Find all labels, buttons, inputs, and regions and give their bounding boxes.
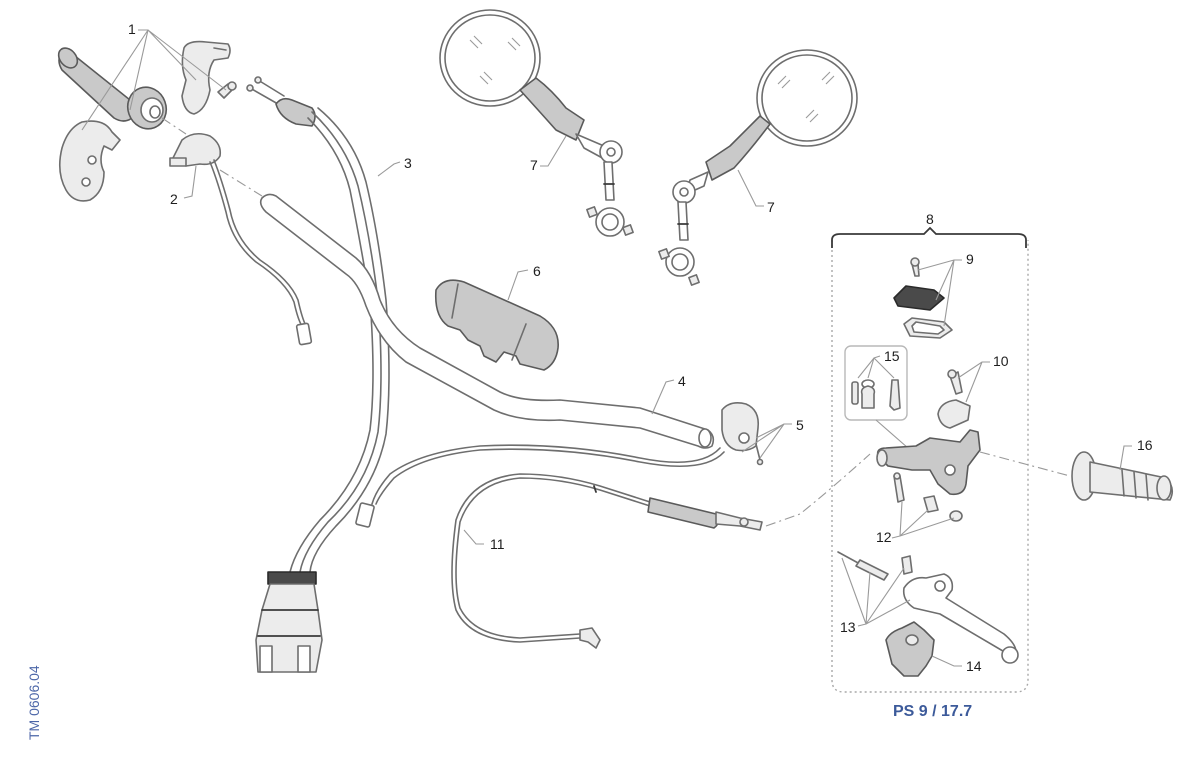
callout-9: 9 bbox=[966, 251, 974, 267]
part-16-left-grip[interactable] bbox=[1071, 451, 1174, 501]
part-7-right-mirror[interactable] bbox=[658, 49, 858, 286]
page-reference-code: PS 9 / 17.7 bbox=[893, 703, 973, 720]
part-9-reservoir-cap[interactable] bbox=[893, 257, 953, 339]
part-11-clutch-hose[interactable] bbox=[451, 473, 763, 649]
drawing-code: TM 0606.04 bbox=[26, 665, 42, 740]
callout-6: 6 bbox=[533, 263, 541, 279]
part-14-lever-boot[interactable] bbox=[885, 621, 935, 677]
callout-2: 2 bbox=[170, 191, 178, 207]
callout-8: 8 bbox=[926, 211, 934, 227]
callout-14: 14 bbox=[966, 658, 982, 674]
part-3-throttle-cables[interactable] bbox=[246, 76, 390, 673]
callout-3: 3 bbox=[404, 155, 412, 171]
callout-11: 11 bbox=[490, 536, 505, 552]
part-15-piston-kit[interactable] bbox=[844, 345, 908, 421]
callout-15: 15 bbox=[884, 348, 900, 364]
part-12-pivot-kit[interactable] bbox=[893, 472, 963, 522]
part-5-clutch-switch[interactable] bbox=[721, 402, 764, 466]
callout-7-right: 7 bbox=[767, 199, 775, 215]
master-cylinder-body[interactable] bbox=[876, 429, 981, 496]
callout-12: 12 bbox=[876, 529, 892, 545]
part-8-clutch-master-cylinder-group[interactable] bbox=[831, 226, 1029, 693]
part-2-throttle-sensor[interactable] bbox=[169, 132, 313, 346]
part-10-clamp-kit[interactable] bbox=[937, 369, 971, 429]
callout-4: 4 bbox=[678, 373, 686, 389]
part-4-handlebar[interactable] bbox=[259, 193, 715, 449]
callout-1: 1 bbox=[128, 21, 136, 37]
part-7-left-mirror[interactable] bbox=[439, 9, 634, 237]
callout-7-left: 7 bbox=[530, 157, 538, 173]
callout-10: 10 bbox=[993, 353, 1009, 369]
part-13-lever-kit[interactable] bbox=[837, 551, 1019, 664]
callout-16: 16 bbox=[1137, 437, 1153, 453]
part-6-handlebar-pad[interactable] bbox=[434, 279, 559, 371]
callout-13: 13 bbox=[840, 619, 856, 635]
callout-5: 5 bbox=[796, 417, 804, 433]
part-1-throttle-grip[interactable] bbox=[55, 40, 237, 202]
